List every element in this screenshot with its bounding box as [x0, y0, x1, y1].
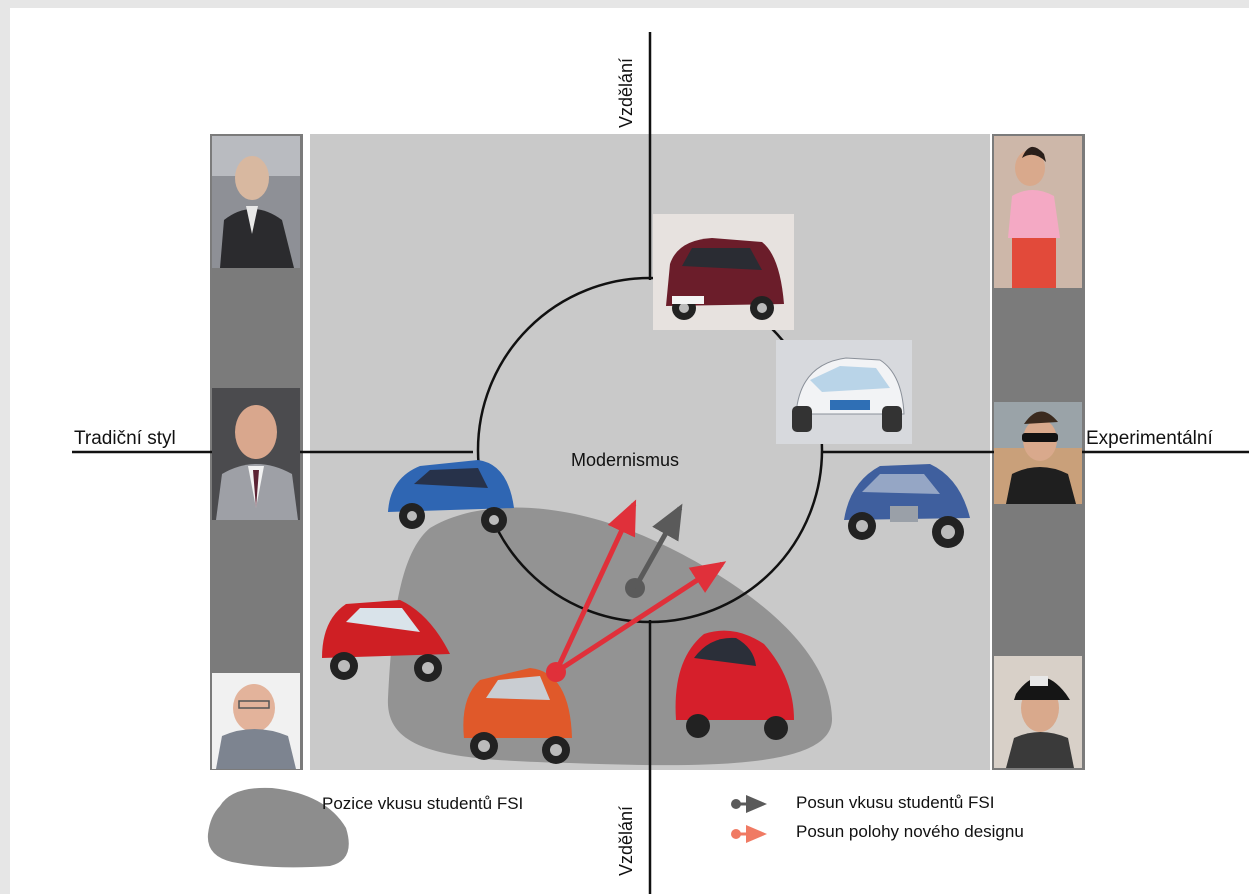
portrait-experimental-bottom — [994, 656, 1082, 768]
legend-gray-arrow-label: Posun vkusu studentů FSI — [796, 793, 995, 812]
portrait-experimental-middle — [994, 402, 1082, 504]
red-microcar-image — [322, 600, 450, 682]
twizy-car-image — [776, 340, 912, 444]
center-label: Modernismus — [571, 450, 680, 470]
legend-zone-label: Pozice vkusu studentů FSI — [322, 794, 524, 813]
red-arrow-upper — [553, 499, 637, 674]
blue-microcar-image — [388, 460, 514, 533]
axis-label-left: Tradiční styl — [74, 428, 176, 449]
legend-zone-swatch — [207, 787, 349, 868]
diagram-canvas: Tradiční styl Experimentální Vzdělání Vz… — [10, 8, 1249, 894]
modernism-circle — [476, 276, 824, 624]
axis-label-right: Experimentální — [1086, 428, 1213, 449]
portrait-experimental-top — [994, 136, 1082, 288]
orange-microcar-image — [463, 668, 572, 764]
smart-car-image — [653, 214, 794, 330]
blue-quadricycle-image — [844, 464, 970, 548]
axis-label-bottom: Vzdělání — [616, 805, 636, 876]
portrait-traditional-top — [212, 136, 300, 268]
portrait-traditional-middle — [212, 388, 300, 520]
red-bubble-car-image — [675, 630, 794, 740]
red-arrow-lower — [554, 561, 727, 675]
legend-red-arrow-label: Posun polohy nového designu — [796, 822, 1024, 841]
diagram-graphics — [72, 32, 1249, 894]
gray-arrow — [632, 503, 683, 590]
portrait-traditional-bottom — [212, 673, 300, 769]
axis-label-top: Vzdělání — [616, 57, 636, 128]
